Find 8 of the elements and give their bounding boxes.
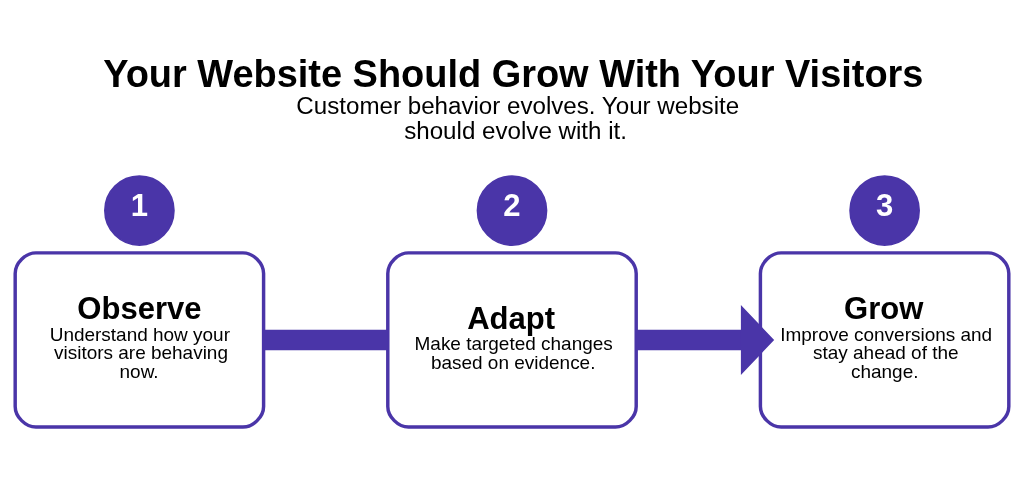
node-circle: 1 xyxy=(104,174,175,246)
node-box: Observe Understand how your visitors are behaving now. xyxy=(13,250,266,429)
node-circle: 2 xyxy=(476,174,548,246)
node-box: Grow Improve conversions and stay ahead of the change. xyxy=(758,250,1011,429)
node-circle: 3 xyxy=(849,174,920,246)
connector xyxy=(264,329,388,350)
node-box: Adapt Make targeted changes based on evidence. xyxy=(386,250,638,429)
arrow xyxy=(636,304,775,375)
